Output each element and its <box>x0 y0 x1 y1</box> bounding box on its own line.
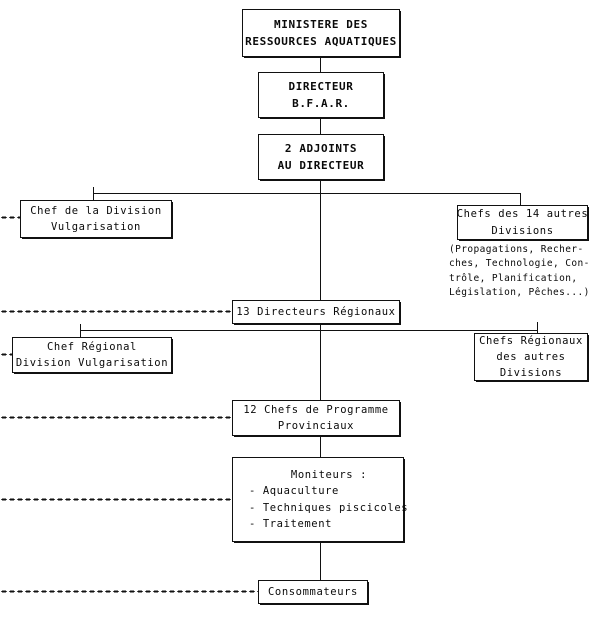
leader-dots-consumers <box>0 590 258 593</box>
connector-director-to-deputies <box>320 118 321 134</box>
node-division-chief-line-1: Chef de la Division <box>30 204 162 217</box>
node-other-chiefs-note: (Propagations, Recher- ches, Technologie… <box>449 244 590 298</box>
node-other-chiefs-line-1: Chefs des 14 autres <box>456 208 589 221</box>
node-ministry-line-1: MINISTERE DES <box>274 17 368 31</box>
node-regional-other-line-2: des autres <box>496 350 566 363</box>
bus-regional <box>80 330 538 331</box>
node-regional-other: Chefs Régionaux des autres Divisions <box>474 333 588 381</box>
node-deputies: 2 ADJOINTS AU DIRECTEUR <box>258 134 384 180</box>
node-director-line-2: B.F.A.R. <box>292 97 350 110</box>
node-monitors-header: Moniteurs : <box>290 468 368 481</box>
spine-regional-to-programme <box>320 330 321 400</box>
node-division-chief: Chef de la Division Vulgarisation <box>20 200 172 238</box>
node-director-line-1: DIRECTEUR <box>288 79 354 93</box>
node-regional-directors-line-1: 13 Directeurs Régionaux <box>236 305 396 318</box>
leader-dots-division-chief <box>0 216 20 219</box>
node-programme-chiefs: 12 Chefs de Programme Provinciaux <box>232 400 400 436</box>
node-regional-chief: Chef Régional Division Vulgarisation <box>12 337 172 373</box>
connector-bus-to-division-chief <box>93 187 94 201</box>
connector-bus-to-regional-chief <box>80 324 81 338</box>
node-monitors-item-2: - Techniques piscicoles <box>249 501 409 514</box>
node-programme-chiefs-line-2: Provinciaux <box>277 420 355 432</box>
connector-bus-to-other-chiefs <box>520 193 521 205</box>
node-other-chiefs-line-2: Divisions <box>491 224 554 237</box>
node-regional-chief-line-1: Chef Régional <box>47 340 137 353</box>
node-deputies-line-2: AU DIRECTEUR <box>277 159 365 172</box>
node-ministry-line-2: RESSOURCES AQUATIQUES <box>245 35 397 48</box>
leader-dots-regional-chief <box>0 353 12 356</box>
node-monitors-item-1: - Aquaculture <box>249 485 339 498</box>
node-division-chief-line-2: Vulgarisation <box>51 221 141 233</box>
node-programme-chiefs-line-1: 12 Chefs de Programme <box>243 403 389 416</box>
connector-ministry-to-director <box>320 57 321 72</box>
node-monitors: Moniteurs : - Aquaculture - Techniques p… <box>232 457 408 542</box>
connector-bus-to-regional-other <box>537 322 538 338</box>
node-ministry: MINISTERE DES RESSOURCES AQUATIQUES <box>242 9 400 57</box>
spine-deputies-to-regional-directors <box>320 193 321 300</box>
node-regional-other-line-3: Divisions <box>499 367 563 380</box>
node-regional-chief-line-2: Division Vulgarisation <box>15 357 169 369</box>
node-director: DIRECTEUR B.F.A.R. <box>258 72 384 118</box>
leader-dots-monitors <box>0 498 232 501</box>
node-deputies-line-1: 2 ADJOINTS <box>284 141 358 155</box>
leader-dots-programme-chiefs <box>0 416 232 419</box>
bus-divisions <box>93 193 521 194</box>
node-consumers-line-1: Consommateurs <box>268 585 358 598</box>
connector-deputies-drop <box>320 180 321 193</box>
node-monitors-item-3: - Traitement <box>249 517 333 530</box>
node-regional-other-line-1: Chefs Régionaux <box>479 334 583 347</box>
spine-programme-to-monitors <box>320 436 321 457</box>
node-consumers: Consommateurs <box>258 580 368 604</box>
node-other-chiefs: Chefs des 14 autres Divisions <box>457 205 588 240</box>
spine-monitors-to-consumers <box>320 542 321 580</box>
node-regional-directors: 13 Directeurs Régionaux <box>232 300 400 324</box>
connector-regional-directors-drop <box>320 324 321 330</box>
leader-dots-regional-directors <box>0 310 232 313</box>
